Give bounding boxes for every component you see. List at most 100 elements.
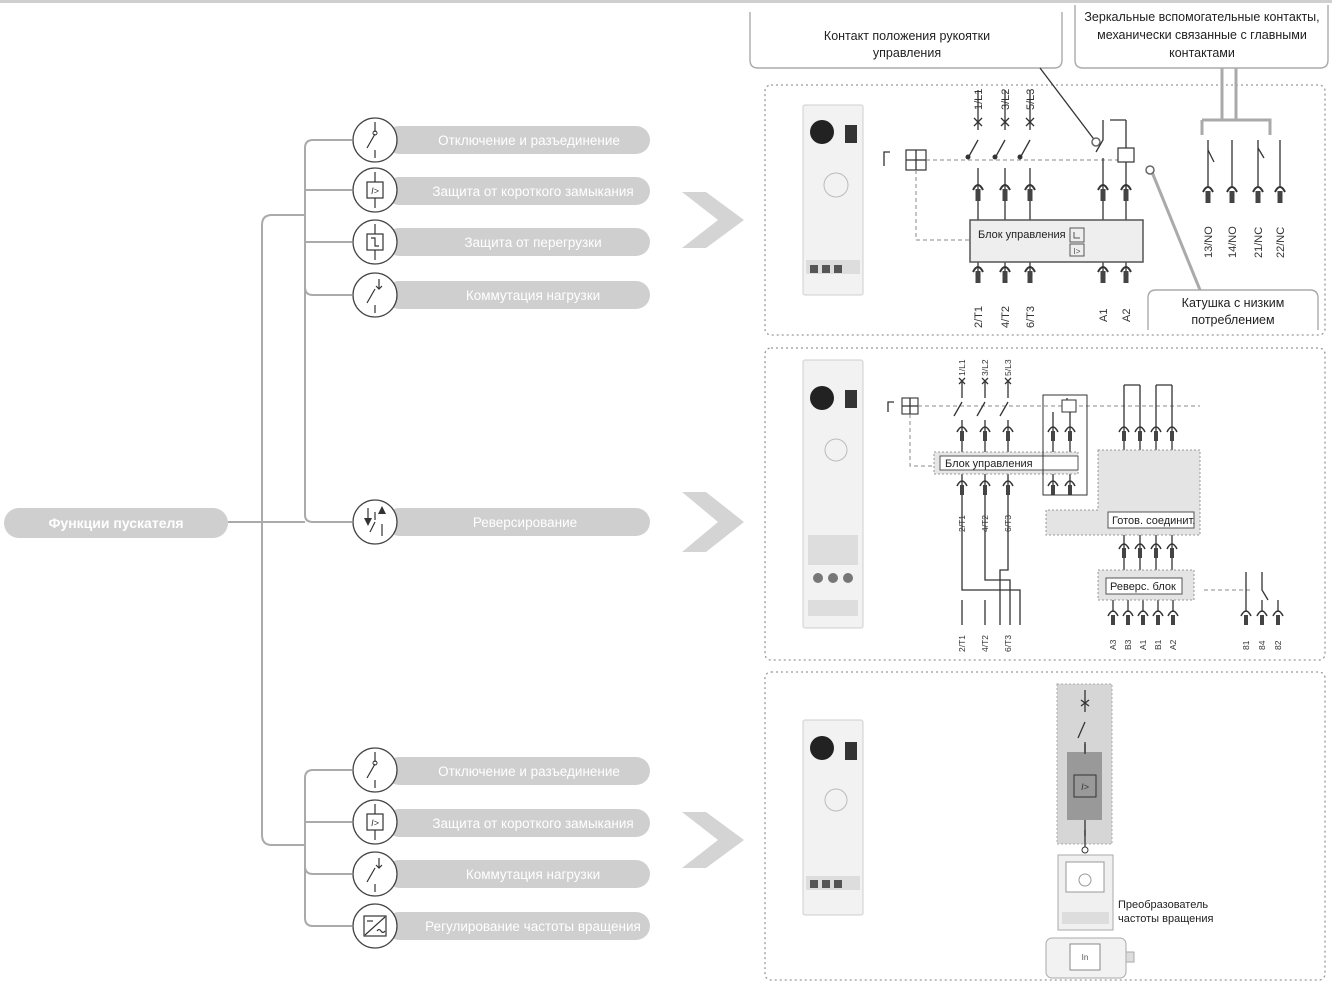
overload-relay-icon bbox=[366, 224, 384, 260]
terminal-label-coil: A2 bbox=[1121, 309, 1133, 322]
terminal-connector bbox=[1097, 266, 1109, 283]
function-label: Отключение и разъединение bbox=[438, 133, 620, 148]
terminal-label-bottom: 6/T3 bbox=[1003, 635, 1013, 652]
terminal-label-top: 5/L3 bbox=[1003, 359, 1013, 376]
callout-mirror-line3: контактами bbox=[1169, 46, 1235, 60]
terminal-connector bbox=[1256, 610, 1268, 625]
function-label: Регулирование частоты вращения bbox=[425, 919, 641, 934]
terminal-connector bbox=[1240, 610, 1252, 625]
terminal-label-top: 1/L1 bbox=[957, 359, 967, 376]
function-label: Защита от перегрузки bbox=[464, 235, 601, 250]
lock-terminal-label: 81 bbox=[1241, 640, 1251, 650]
rev-terminal-label: A1 bbox=[1138, 639, 1148, 650]
terminal-label-top: 3/L2 bbox=[1000, 89, 1012, 110]
arrow-chevron-2 bbox=[682, 492, 744, 552]
aux-terminal-label: 13/NO bbox=[1203, 226, 1215, 258]
function-item-overload-1: Защита от перегрузки bbox=[352, 219, 650, 265]
converter-label-1: Преобразователь bbox=[1118, 899, 1208, 911]
svg-text:I>: I> bbox=[371, 186, 379, 196]
callout-handle-contact: Контакт положения рукоятки управления bbox=[749, 12, 1097, 143]
terminal-connector bbox=[956, 480, 968, 495]
terminal-connector bbox=[1226, 186, 1238, 203]
lock-terminal-label: 82 bbox=[1273, 640, 1283, 650]
root-label: Функции пускателя bbox=[48, 515, 183, 531]
terminal-connector bbox=[1166, 543, 1178, 558]
terminal-connector bbox=[1118, 426, 1130, 441]
terminal-connector bbox=[1137, 610, 1149, 625]
reversing-device-image bbox=[802, 359, 864, 629]
aux-terminal-label: 22/NC bbox=[1275, 227, 1287, 258]
contactor-switch-icon bbox=[366, 279, 383, 313]
tree-connectors bbox=[228, 139, 352, 927]
rev-terminal-label: B3 bbox=[1123, 639, 1133, 650]
root-node: Функции пускателя bbox=[4, 508, 228, 538]
terminal-label-coil: A1 bbox=[1098, 309, 1110, 322]
terminal-connector bbox=[1272, 610, 1284, 625]
function-label: Защита от короткого замыкания bbox=[432, 816, 633, 831]
function-item-isolation-2: Отключение и разъединение bbox=[352, 747, 650, 793]
terminal-connector bbox=[1152, 610, 1164, 625]
terminal-connector bbox=[1118, 543, 1130, 558]
terminal-connector bbox=[1134, 426, 1146, 441]
terminal-connector bbox=[1024, 184, 1036, 201]
terminal-connector bbox=[1122, 610, 1134, 625]
terminal-connector bbox=[1274, 186, 1286, 203]
frequency-converter-image bbox=[1057, 854, 1114, 931]
motor-image: In bbox=[1045, 937, 1135, 979]
function-label: Защита от короткого замыкания bbox=[432, 184, 633, 199]
terminal-connector bbox=[972, 184, 984, 201]
terminal-connector bbox=[1064, 480, 1076, 495]
ready-block-label: Готов. соединит. bbox=[1112, 515, 1195, 527]
function-label: Коммутация нагрузки bbox=[466, 867, 600, 882]
function-item-speed-control: Регулирование частоты вращения bbox=[352, 903, 650, 949]
terminal-label-bottom: 6/T3 bbox=[1025, 306, 1037, 328]
terminal-label-bottom: 2/T1 bbox=[957, 635, 967, 652]
function-item-short-circuit-1: Защита от короткого замыкания I> bbox=[352, 167, 650, 213]
rev-terminal-label: A2 bbox=[1168, 639, 1178, 650]
terminal-connector bbox=[1120, 266, 1132, 283]
isolation-switch-icon bbox=[366, 122, 378, 158]
terminal-connector bbox=[1167, 610, 1179, 625]
terminal-connector bbox=[1002, 426, 1014, 441]
terminal-label-top: 3/L2 bbox=[980, 359, 990, 376]
arrow-chevron-1 bbox=[682, 192, 744, 248]
terminal-connector bbox=[1202, 186, 1214, 203]
rev-block-label: Реверс. блок bbox=[1110, 581, 1176, 593]
svg-text:I>: I> bbox=[371, 818, 379, 828]
contactor-switch-icon bbox=[366, 858, 383, 892]
function-label: Отключение и разъединение bbox=[438, 764, 620, 779]
terminal-connector bbox=[1107, 610, 1119, 625]
callout-handle-contact-line2: управления bbox=[873, 46, 941, 60]
function-item-reversing: Реверсирование bbox=[352, 499, 650, 545]
starter-device-image bbox=[802, 104, 864, 296]
callout-mirror-line1: Зеркальные вспомогательные контакты, bbox=[1084, 10, 1319, 24]
terminal-connector bbox=[1166, 426, 1178, 441]
function-item-switching-2: Коммутация нагрузки bbox=[352, 851, 650, 897]
callout-low-coil-line2: потреблением bbox=[1191, 313, 1274, 327]
callout-handle-contact-line1: Контакт положения рукоятки bbox=[824, 29, 990, 43]
terminal-connector bbox=[999, 266, 1011, 283]
terminal-connector bbox=[1134, 543, 1146, 558]
short-circuit-trip-icon: I> bbox=[366, 172, 384, 208]
control-block-label-2: Блок управления bbox=[945, 458, 1033, 470]
top-rule bbox=[0, 0, 1332, 3]
function-label: Реверсирование bbox=[473, 515, 577, 530]
callout-low-coil-line1: Катушка с низким bbox=[1182, 296, 1285, 310]
panel-basic-starter: Контакт положения рукоятки управления Зе… bbox=[749, 5, 1329, 336]
isolation-switch-icon bbox=[366, 752, 378, 788]
terminal-connector bbox=[999, 184, 1011, 201]
terminal-connector bbox=[1047, 480, 1059, 495]
terminal-connector bbox=[979, 480, 991, 495]
schematic-3: I> Преобразователь частоты вращения In bbox=[1045, 683, 1213, 979]
terminal-label-bottom: 2/T1 bbox=[973, 306, 985, 328]
callout-mirror-contacts: Зеркальные вспомогательные контакты, мех… bbox=[1074, 5, 1329, 135]
function-item-short-circuit-2: Защита от короткого замыкания I> bbox=[352, 799, 650, 845]
reversing-icon bbox=[364, 506, 386, 536]
terminal-connector bbox=[1150, 426, 1162, 441]
terminal-connector bbox=[1002, 480, 1014, 495]
callout-mirror-line2: механически связанные с главными bbox=[1097, 28, 1307, 42]
terminal-connector bbox=[1024, 266, 1036, 283]
